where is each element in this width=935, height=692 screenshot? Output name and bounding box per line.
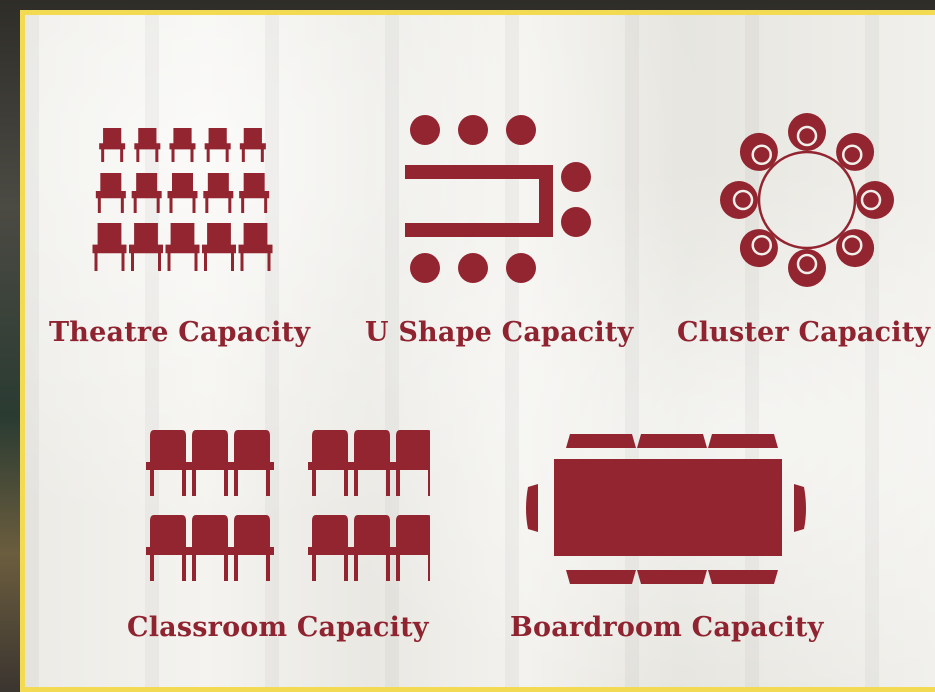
theatre-seat <box>239 128 266 162</box>
theatre-seat <box>167 173 198 213</box>
theatre-seating-icon <box>92 128 273 271</box>
boardroom-capacity-label: Boardroom Capacity <box>510 612 824 643</box>
theatre-seat <box>238 223 273 271</box>
classroom-chair <box>350 515 394 581</box>
theatre-seat <box>95 173 126 213</box>
classroom-chair <box>308 515 352 581</box>
classroom-chair <box>146 430 190 496</box>
classroom-chair <box>308 430 352 496</box>
theatre-seat <box>165 223 200 271</box>
cluster-chair <box>720 181 758 219</box>
theatre-seat <box>239 173 270 213</box>
cluster-chair <box>836 132 875 171</box>
boardroom-table-icon <box>526 434 806 584</box>
cluster-chair <box>856 181 894 219</box>
classroom-chair <box>146 515 190 581</box>
u-shape-capacity-label: U Shape Capacity <box>365 317 634 348</box>
theatre-seat <box>129 223 163 271</box>
cluster-chair <box>739 132 778 171</box>
u-shape-table-icon <box>405 115 591 283</box>
classroom-seating-icon <box>146 430 430 581</box>
classroom-chair <box>392 515 430 581</box>
theatre-seat <box>131 173 162 213</box>
theatre-seat <box>202 223 236 271</box>
cluster-chair <box>788 249 826 287</box>
round-table-cluster-icon <box>720 113 894 287</box>
classroom-chair <box>230 430 274 496</box>
classroom-chair <box>350 430 394 496</box>
cluster-chair <box>788 113 826 151</box>
classroom-chair <box>230 515 274 581</box>
theatre-seat <box>134 128 161 162</box>
classroom-chair <box>392 430 430 496</box>
classroom-chair <box>188 430 232 496</box>
theatre-seat <box>99 128 126 162</box>
theatre-seat <box>169 128 196 162</box>
capacity-panel: Theatre Capacity U Shape Capacity Cluste… <box>20 10 935 692</box>
theatre-seat <box>204 128 231 162</box>
classroom-capacity-label: Classroom Capacity <box>127 612 429 643</box>
theatre-seat <box>203 173 234 213</box>
theatre-seat <box>92 223 127 271</box>
classroom-chair <box>188 515 232 581</box>
theatre-capacity-label: Theatre Capacity <box>49 317 311 348</box>
cluster-capacity-label: Cluster Capacity <box>677 317 931 348</box>
cluster-chair <box>739 229 778 268</box>
cluster-chair <box>836 229 875 268</box>
